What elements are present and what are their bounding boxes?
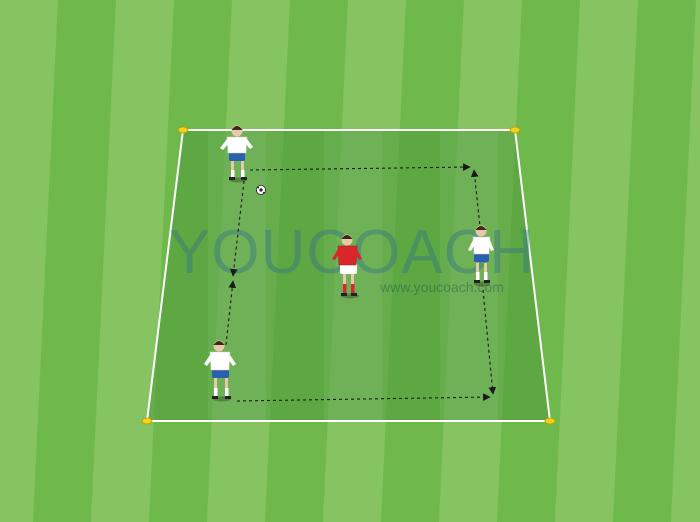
watermark-registered: ®	[520, 225, 528, 237]
pass-arrow-bottom	[236, 393, 491, 402]
watermark-url: www.youcoach.com	[379, 279, 504, 295]
cone-icon	[509, 126, 521, 134]
cone-icon	[544, 417, 556, 425]
player-attacker-top-left	[220, 125, 253, 183]
cone-icon	[177, 126, 189, 134]
run-arrow-right-up	[470, 169, 482, 237]
pass-arrow-left-down	[229, 180, 245, 277]
movement-arrows	[225, 163, 497, 402]
pass-arrow-top	[249, 163, 471, 171]
ball-icon	[255, 184, 266, 195]
run-arrow-left-up	[225, 280, 237, 346]
cone-icon	[141, 417, 153, 425]
player-attacker-right	[468, 225, 494, 287]
player-defender-center	[332, 234, 362, 299]
player-attacker-bottom-left	[204, 340, 236, 402]
